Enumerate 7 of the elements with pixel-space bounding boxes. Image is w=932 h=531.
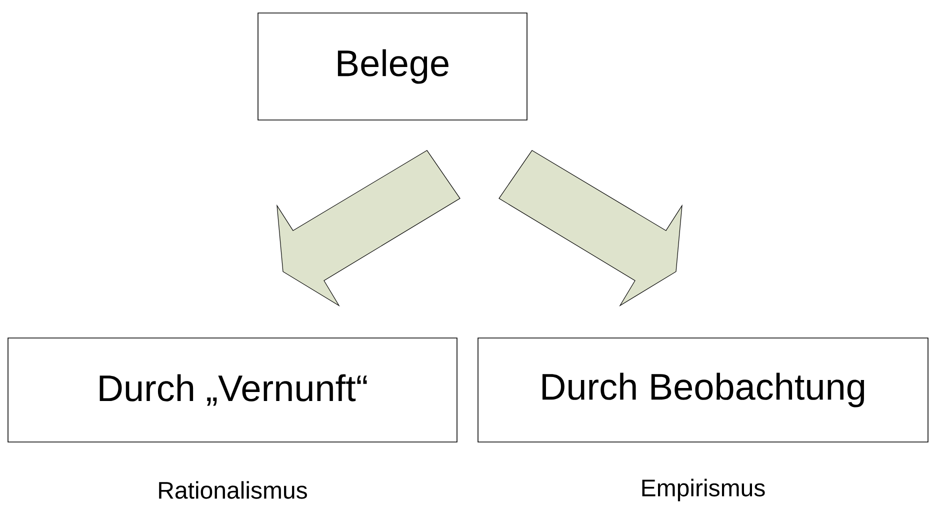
block-arrow [276,150,460,306]
caption-text: Empirismus [642,478,765,502]
caption-text: Rationalismus [159,481,307,499]
text-box: Durch „Vernunft“ [8,338,458,442]
text-box: Durch Beobachtung [478,338,928,442]
block-arrow [498,150,682,306]
text-box: Belege [258,12,528,120]
